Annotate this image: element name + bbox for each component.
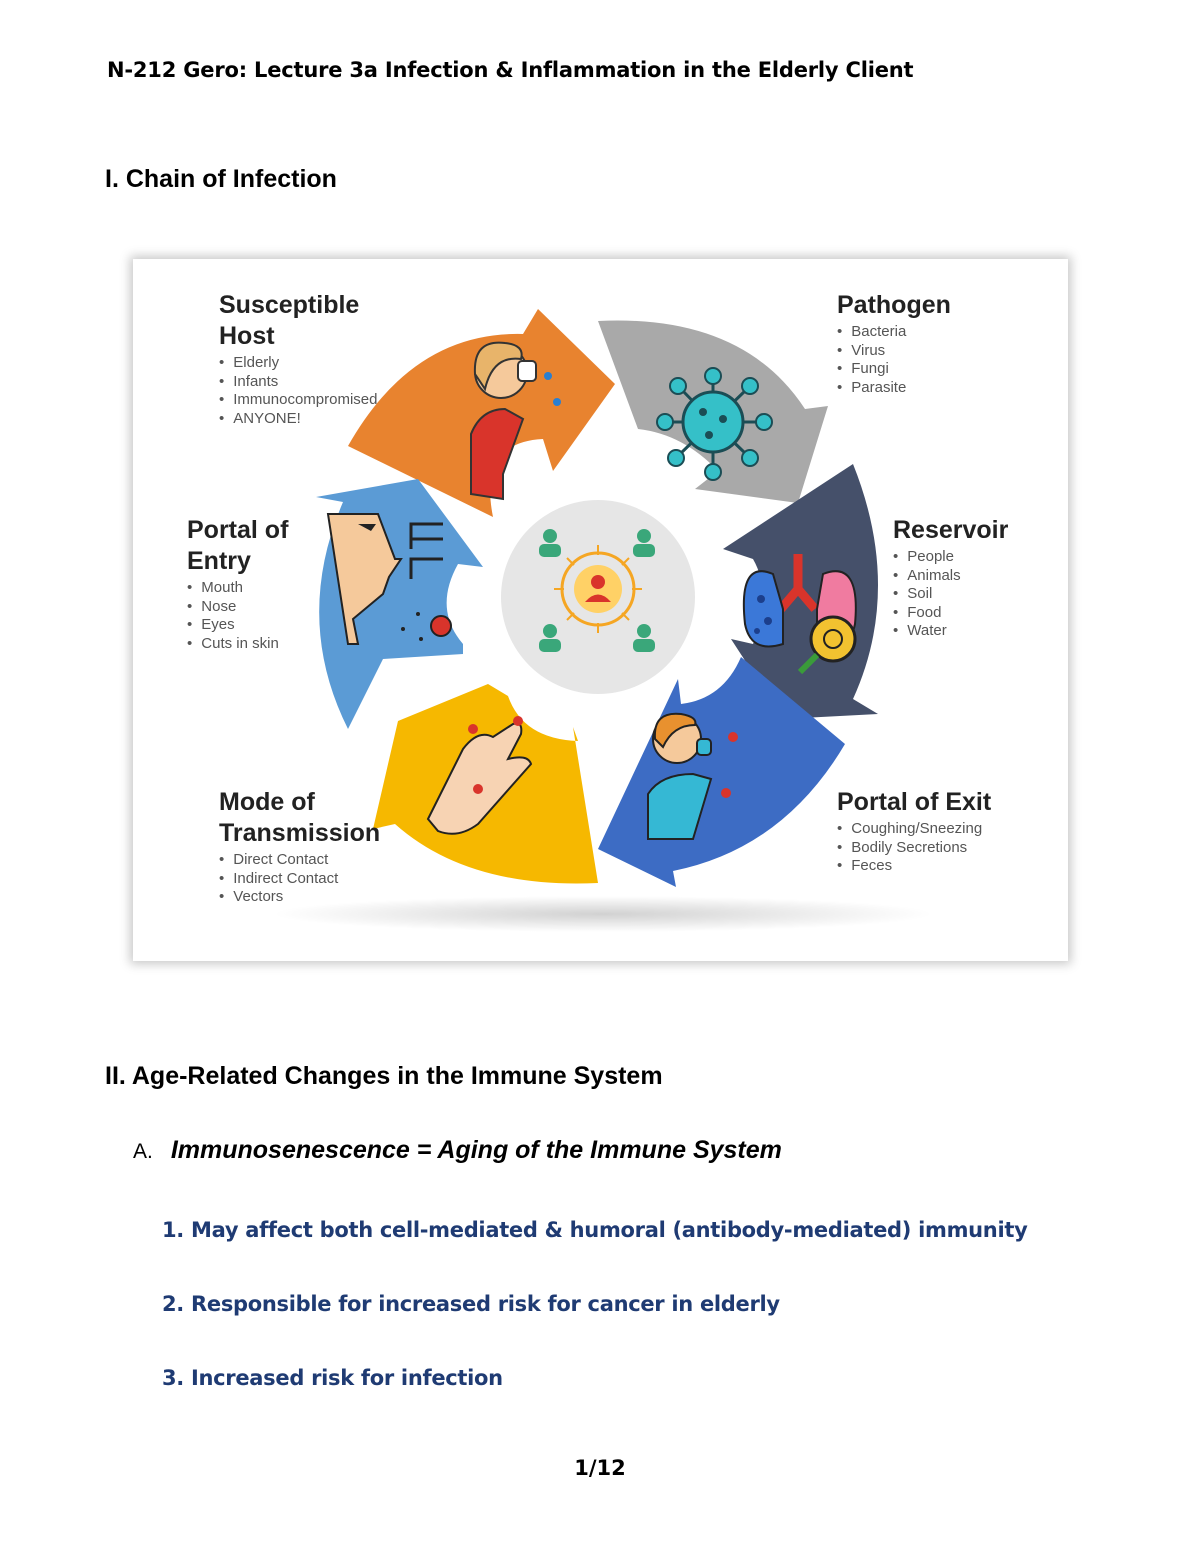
stage-title: Portal of (187, 516, 289, 544)
stage-title: Reservoir (893, 516, 1009, 544)
stage-title: Portal of Exit (837, 788, 992, 816)
stage-list: Direct Contact Indirect Contact Vectors (219, 851, 380, 907)
numbered-item: 3. Increased risk for infection (162, 1366, 503, 1390)
list-item: Vectors (219, 888, 380, 907)
stage-list: Coughing/Sneezing Bodily Secretions Fece… (837, 820, 991, 876)
section-2-numeral: II. (105, 1062, 126, 1090)
list-item: Animals (893, 567, 1008, 586)
list-item: Nose (187, 598, 288, 617)
stage-portal-of-exit: Portal of Exit Coughing/Sneezing Bodily … (837, 787, 991, 876)
list-item: Infants (219, 373, 377, 392)
list-item: Indirect Contact (219, 870, 380, 889)
list-item: Direct Contact (219, 851, 380, 870)
list-item: People (893, 548, 1008, 567)
numbered-item: 2. Responsible for increased risk for ca… (162, 1292, 780, 1316)
subsection-a-heading: A. Immunosenescence = Aging of the Immune… (133, 1136, 782, 1165)
section-1-numeral: I. (105, 165, 119, 193)
subsection-title: Immunosenescence = Aging of the Immune S… (170, 1136, 782, 1164)
section-2-heading: II. Age-Related Changes in the Immune Sy… (105, 1062, 663, 1091)
numbered-item: 1. May affect both cell-mediated & humor… (162, 1218, 1028, 1242)
sneezing-person-icon (470, 341, 561, 501)
stage-mode-of-transmission: Mode of Transmission Direct Contact Indi… (219, 787, 380, 907)
stage-list: Mouth Nose Eyes Cuts in skin (187, 579, 288, 653)
floor-shadow (273, 896, 933, 932)
section-1-heading: I. Chain of Infection (105, 165, 337, 194)
stage-list: Bacteria Virus Fungi Parasite (837, 323, 951, 397)
orange-cycle-arrow (348, 309, 615, 517)
list-item: Parasite (837, 379, 951, 398)
list-item: Eyes (187, 616, 288, 635)
list-item: Virus (837, 342, 951, 361)
list-item: Bodily Secretions (837, 839, 991, 858)
stage-susceptible-host: Susceptible Host Elderly Infants Immunoc… (219, 290, 377, 428)
list-item: Fungi (837, 360, 951, 379)
stage-title: Mode of (219, 788, 315, 816)
stage-list: Elderly Infants Immunocompromised ANYONE… (219, 354, 377, 428)
list-item: Immunocompromised (219, 391, 377, 410)
virus-icon (656, 367, 773, 481)
list-item: Soil (893, 585, 1008, 604)
people-network-icon (539, 529, 655, 652)
stage-pathogen: Pathogen Bacteria Virus Fungi Parasite (837, 290, 951, 397)
face-profile-icon (326, 513, 452, 645)
stage-title: Host (219, 322, 275, 350)
list-item: Coughing/Sneezing (837, 820, 991, 839)
page-number: 1/12 (574, 1456, 626, 1480)
lungs-icon (742, 554, 857, 675)
list-item: Mouth (187, 579, 288, 598)
stage-list: People Animals Soil Food Water (893, 548, 1008, 641)
stage-reservoir: Reservoir People Animals Soil Food Water (893, 515, 1008, 641)
list-item: Cuts in skin (187, 635, 288, 654)
stage-title: Transmission (219, 819, 381, 847)
document-header: N-212 Gero: Lecture 3a Infection & Infla… (107, 58, 914, 82)
coughing-person-icon (647, 712, 738, 840)
section-2-title: Age-Related Changes in the Immune System (131, 1062, 663, 1090)
list-item: ANYONE! (219, 410, 377, 429)
list-item: Bacteria (837, 323, 951, 342)
list-item: Feces (837, 857, 991, 876)
chain-of-infection-cycle (273, 309, 933, 932)
subsection-letter: A. (133, 1140, 153, 1163)
hand-germs-icon (426, 716, 533, 835)
list-item: Water (893, 622, 1008, 641)
list-item: Elderly (219, 354, 377, 373)
list-item: Food (893, 604, 1008, 623)
stage-title: Susceptible (219, 291, 360, 319)
stage-title: Entry (187, 547, 251, 575)
stage-portal-of-entry: Portal of Entry Mouth Nose Eyes Cuts in … (187, 515, 288, 653)
section-1-title: Chain of Infection (125, 165, 337, 193)
stage-title: Pathogen (837, 291, 951, 319)
chain-of-infection-figure: Susceptible Host Elderly Infants Immunoc… (133, 259, 1068, 961)
